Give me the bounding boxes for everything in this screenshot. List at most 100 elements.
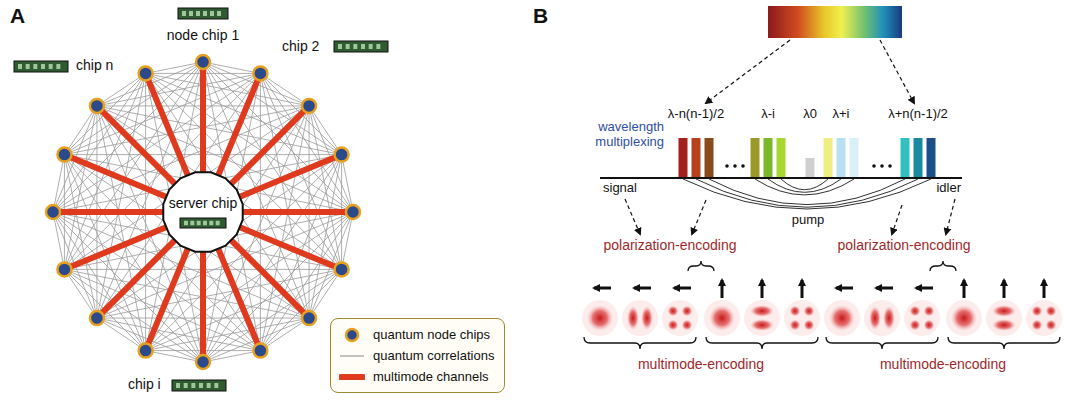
- chip-label: chip n: [76, 57, 113, 73]
- dashed-arrow: [625, 199, 640, 234]
- chip-image: [180, 218, 226, 228]
- beam-label: idler: [936, 181, 961, 196]
- wavelength-bar: [777, 138, 786, 178]
- encoding-label: polarization-encoding: [603, 237, 736, 253]
- wavelength-label: λ-i: [761, 107, 775, 122]
- ellipsis-dot: [725, 164, 729, 168]
- encoding-label: multimode-encoding: [880, 356, 1006, 372]
- chip-image: [334, 41, 388, 52]
- encoding-label: polarization-encoding: [837, 237, 970, 253]
- legend-text: quantum node chips: [373, 327, 490, 342]
- mode-profile: [864, 288, 900, 336]
- dashed-arrow: [892, 205, 902, 234]
- server-chip-node: server chip: [161, 170, 245, 254]
- wavelength-label: λ0: [803, 107, 817, 122]
- legend-text: multimode channels: [373, 369, 489, 384]
- wavelength-bar: [824, 138, 833, 178]
- ellipsis-dot: [888, 164, 892, 168]
- pump-bar: [806, 158, 815, 178]
- ellipsis-dot: [880, 164, 884, 168]
- node-label: server chip: [169, 195, 237, 211]
- wavelength-label: λ+i: [833, 107, 850, 122]
- server-outline: [161, 170, 245, 254]
- correlation-line: [64, 106, 309, 269]
- pump-arc: [683, 179, 931, 209]
- legend: quantum node chips quantum correlations mu…: [330, 318, 505, 393]
- wavelength-bar: [692, 138, 701, 178]
- ellipsis-dot: [872, 164, 876, 168]
- mode-profile: [622, 288, 658, 336]
- pump-arc: [696, 179, 918, 207]
- chip-label: chip 2: [282, 38, 319, 54]
- legend-sample: [339, 369, 365, 385]
- beam-label: pump: [792, 213, 825, 228]
- spectrum-bar: [768, 6, 902, 38]
- mode-profile: [744, 280, 780, 336]
- correlation-line: [97, 106, 342, 269]
- correlation-line: [309, 106, 342, 269]
- wavelength-bar: [850, 138, 859, 178]
- pump-arc: [755, 179, 854, 195]
- ellipsis-dot: [741, 164, 745, 168]
- wavelength-bar: [837, 138, 846, 178]
- correlation-line: [203, 351, 260, 362]
- node-chip-dot: [46, 205, 60, 219]
- chip-label: node chip 1: [167, 27, 239, 43]
- pump-arc: [709, 179, 905, 205]
- node-chip-dot: [90, 311, 104, 325]
- wavelength-label: λ-n(n-1)/2: [668, 107, 724, 122]
- legend-text: quantum correlations: [373, 348, 494, 363]
- multimode-channel: [72, 227, 166, 266]
- node-chip-dot: [57, 262, 71, 276]
- wavelength-bar: [679, 138, 688, 178]
- node-chip-dot: [346, 205, 360, 219]
- node-chip-dot: [253, 344, 267, 358]
- mode-profile: [904, 288, 940, 336]
- multimode-channel: [61, 209, 163, 215]
- correlation-line: [64, 73, 260, 269]
- correlation-line: [64, 155, 97, 318]
- wavelength-bar: [927, 138, 936, 178]
- node-chip-dot: [139, 66, 153, 80]
- legend-sample: [339, 348, 365, 364]
- correlation-line: [53, 212, 64, 269]
- wavelength-bar: [914, 138, 923, 178]
- chip-image: [14, 61, 68, 72]
- section-label: wavelength multiplexing: [580, 120, 664, 150]
- mode-profile: [824, 288, 860, 336]
- legend-entry: multimode channels: [339, 366, 494, 387]
- baseline: [600, 177, 962, 179]
- correlation-line: [97, 73, 146, 106]
- brace: [706, 337, 818, 349]
- ellipsis-dot: [733, 164, 737, 168]
- node-chip-dot: [253, 66, 267, 80]
- node-chip-dot: [57, 148, 71, 162]
- node-chip-dot: [196, 55, 210, 69]
- multimode-channel: [218, 249, 257, 343]
- legend-entry: quantum correlations: [339, 345, 494, 366]
- node-chip-dot: [196, 355, 210, 369]
- correlation-line: [146, 73, 342, 269]
- legend-sample: [339, 327, 365, 343]
- brace: [688, 261, 714, 271]
- multimode-channel: [149, 81, 188, 175]
- chip-image: [178, 8, 228, 19]
- mode-profile: [704, 280, 740, 336]
- node-chip-dot: [335, 148, 349, 162]
- wavelength-bar: [901, 138, 910, 178]
- wavelength-bar: [705, 138, 714, 178]
- chip-label: chip i: [128, 376, 161, 392]
- legend-entry: quantum node chips: [339, 324, 494, 345]
- node-chip-dot: [335, 262, 349, 276]
- pump-arc: [781, 179, 828, 190]
- wavelength-label: λ+n(n-1)/2: [888, 107, 948, 122]
- dashed-arrow: [692, 200, 706, 234]
- wavelength-bar: [751, 138, 760, 178]
- correlation-line: [309, 269, 342, 318]
- dashed-arrow: [946, 199, 955, 234]
- mode-profile: [986, 280, 1022, 336]
- node-chip-dot: [139, 344, 153, 358]
- correlation-line: [97, 318, 146, 351]
